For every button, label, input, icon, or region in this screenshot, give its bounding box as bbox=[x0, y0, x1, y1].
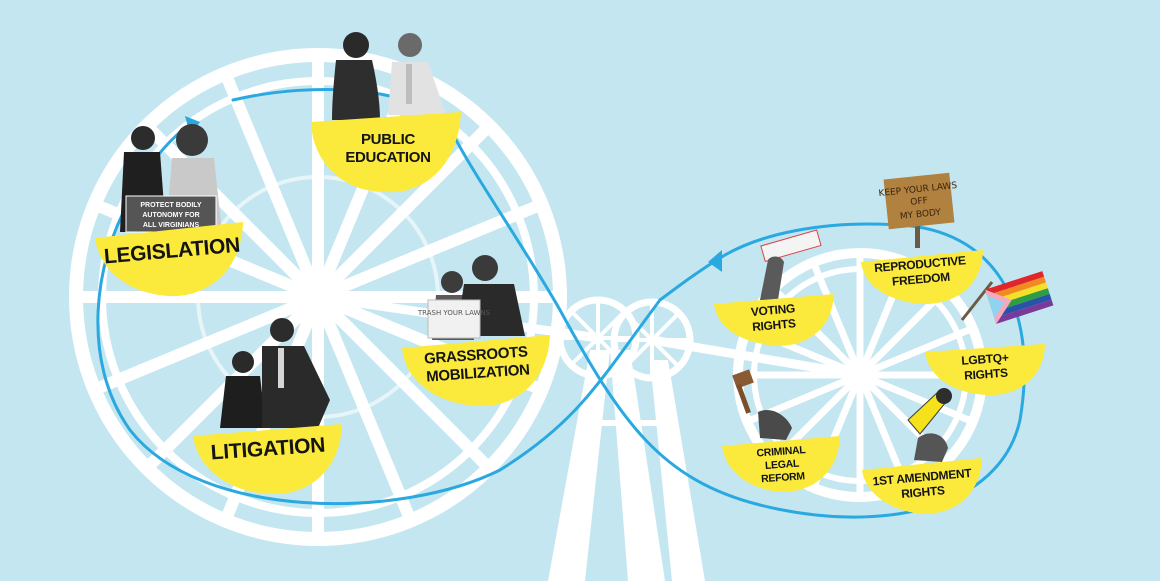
legislation-sign-line: ALL VIRGINIANS bbox=[143, 222, 200, 229]
megaphone-photo bbox=[907, 388, 952, 462]
wheel-stand bbox=[548, 350, 705, 581]
grassroots-photo: TRASH YOUR LAWNS bbox=[417, 255, 525, 340]
voting-ballot-photo bbox=[760, 229, 822, 300]
reproductive-sign-line: MY BODY bbox=[899, 208, 941, 222]
gondola-lgbtq-rights: LGBTQ+ RIGHTS bbox=[925, 344, 1045, 396]
gondola-legislation: LEGISLATION bbox=[95, 222, 243, 297]
gondola-label: RIGHTS bbox=[752, 316, 797, 334]
pride-flag-photo bbox=[960, 271, 1054, 324]
gondola-label: RIGHTS bbox=[901, 483, 946, 501]
legislation-sign-line: PROTECT BODILY bbox=[140, 202, 202, 209]
gondola-criminal-legal-reform: CRIMINAL LEGAL REFORM bbox=[722, 436, 840, 492]
gondola-label: LEGAL bbox=[765, 458, 801, 472]
gondola-label: REFORM bbox=[761, 470, 806, 485]
gavel-photo bbox=[732, 369, 792, 440]
gondola-1st-amendment-rights: 1ST AMENDMENT RIGHTS bbox=[862, 458, 982, 514]
gondola-label: FREEDOM bbox=[891, 270, 950, 289]
gondola-label: VOTING bbox=[750, 301, 795, 319]
arrowhead-right bbox=[708, 250, 722, 272]
legislation-photo: PROTECT BODILY AUTONOMY FOR ALL VIRGINIA… bbox=[120, 124, 222, 233]
gondola-grassroots-mobilization: GRASSROOTS MOBILIZATION bbox=[402, 335, 550, 407]
gondola-label: EDUCATION bbox=[345, 149, 430, 166]
gondola-reproductive-freedom: REPRODUCTIVE FREEDOM bbox=[861, 250, 983, 305]
reproductive-sign-line: OFF bbox=[910, 196, 928, 208]
grassroots-board-text: TRASH YOUR LAWNS bbox=[417, 309, 491, 317]
gondola-litigation: LITIGATION bbox=[193, 424, 342, 495]
gondola-label: CRIMINAL bbox=[756, 444, 807, 459]
gondola-label: LGBTQ+ bbox=[961, 351, 1009, 368]
public-education-photo bbox=[332, 32, 446, 120]
legislation-sign-line: AUTONOMY FOR bbox=[142, 212, 199, 219]
gondola-public-education: PUBLIC EDUCATION bbox=[311, 112, 461, 193]
gondola-voting-rights: VOTING RIGHTS bbox=[714, 294, 834, 346]
gondola-label: RIGHTS bbox=[964, 366, 1009, 383]
gondola-label: PUBLIC bbox=[361, 131, 416, 148]
reproductive-sign-photo: KEEP YOUR LAWS OFF MY BODY bbox=[878, 172, 958, 248]
litigation-photo bbox=[220, 318, 330, 428]
